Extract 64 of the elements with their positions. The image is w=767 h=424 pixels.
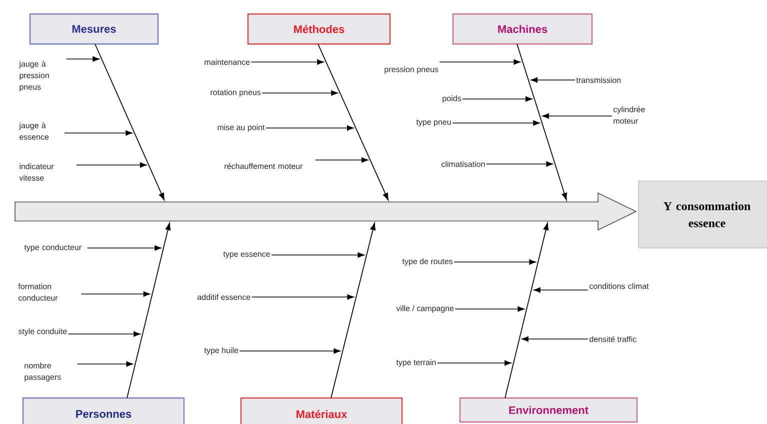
cause-label: type conducteur — [24, 244, 82, 252]
cause-label: style conduite — [18, 328, 67, 336]
cause-label: rotation pneus — [210, 89, 261, 97]
cause-label: pression pneus — [384, 66, 438, 74]
arrow — [77, 361, 134, 367]
bone-arrow — [504, 222, 549, 398]
cause-label: nombre passagers — [24, 362, 61, 382]
cause-label: jauge à pression pneus — [19, 60, 49, 92]
arrow — [439, 59, 520, 65]
cause-label: additif essence — [198, 294, 250, 300]
cause-label: jauge à essence — [19, 122, 49, 140]
cause-label: ville / campagne — [396, 305, 454, 313]
category-box: Mesures — [29, 13, 159, 45]
cause-label: climatisation — [442, 161, 485, 167]
arrow — [454, 259, 536, 265]
cause-label: conditions climat — [590, 283, 649, 289]
category-box: Personnes — [22, 397, 185, 424]
cause-label: type essence — [223, 252, 270, 258]
cause-label: densité traffic — [590, 336, 636, 342]
arrow — [530, 77, 576, 83]
cause-label: formation conducteur — [18, 283, 58, 301]
arrow — [522, 336, 588, 342]
arrow — [262, 90, 338, 96]
bone-arrow — [94, 44, 165, 200]
spine-arrow — [14, 192, 637, 231]
arrow — [239, 348, 340, 354]
arrow — [251, 294, 354, 300]
category-box: Méthodes — [247, 13, 391, 45]
category-box: Environnement — [459, 397, 638, 423]
cause-label: maintenance — [204, 59, 250, 65]
arrow — [87, 245, 162, 251]
arrow — [81, 291, 150, 297]
cause-label: indicateur vitesse — [19, 163, 54, 181]
category-box: Matériaux — [240, 397, 403, 424]
arrow — [462, 96, 532, 102]
arrow — [542, 113, 612, 119]
category-box: Machines — [452, 13, 593, 45]
effect-box: Y consommation essence — [638, 180, 767, 248]
bone-arrow — [126, 222, 171, 398]
cause-label: mise au point — [218, 124, 265, 132]
cause-label: type de routes — [402, 258, 453, 266]
arrow — [437, 360, 512, 366]
arrow — [76, 162, 147, 168]
arrow — [534, 287, 588, 293]
bone-arrow — [330, 222, 376, 398]
bone-arrow — [516, 44, 568, 200]
arrow — [454, 306, 524, 312]
arrow — [64, 130, 132, 136]
cause-label: réchauffement moteur — [224, 163, 303, 169]
bone-arrow — [318, 44, 389, 200]
arrow — [271, 252, 364, 258]
cause-label: poids — [442, 95, 462, 103]
arrow — [66, 56, 100, 62]
arrow — [452, 120, 540, 126]
arrow — [68, 331, 140, 337]
cause-label: type pneu — [416, 120, 451, 126]
arrow — [486, 161, 553, 167]
cause-label: cylindrée moteur — [614, 106, 645, 124]
cause-label: transmission — [576, 77, 621, 83]
arrow — [250, 59, 324, 65]
cause-label: type terrain — [396, 359, 436, 367]
arrow — [266, 125, 354, 131]
cause-label: type huile — [204, 347, 238, 355]
arrow — [315, 157, 368, 163]
